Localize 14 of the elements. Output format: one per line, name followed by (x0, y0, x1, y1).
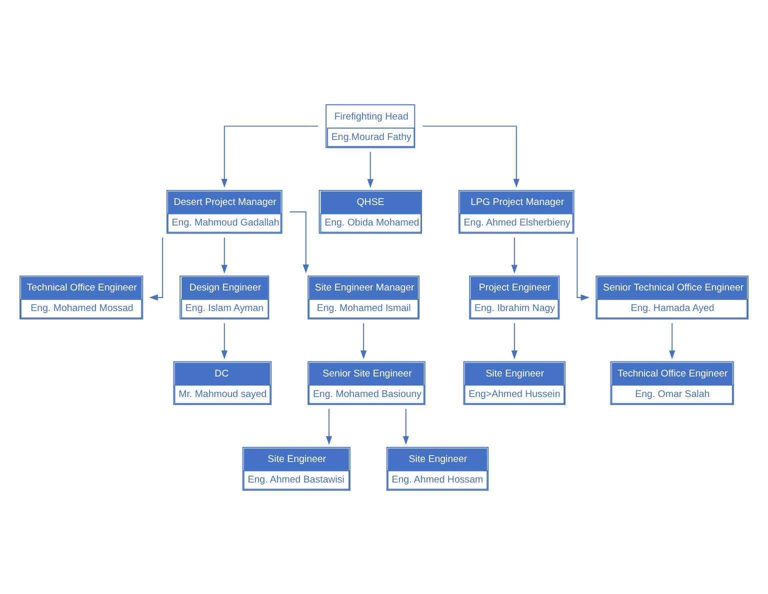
arrow (576, 236, 590, 300)
arrow (289, 210, 309, 273)
arrow (511, 236, 518, 274)
arrow (221, 125, 319, 188)
arrow (360, 322, 367, 359)
arrow (422, 125, 520, 188)
arrow (221, 236, 228, 274)
arrow (511, 322, 518, 359)
arrow (149, 236, 164, 300)
arrow (367, 150, 374, 188)
arrow (326, 408, 332, 444)
arrow (669, 322, 676, 359)
arrow (221, 322, 228, 359)
arrow (402, 408, 409, 444)
